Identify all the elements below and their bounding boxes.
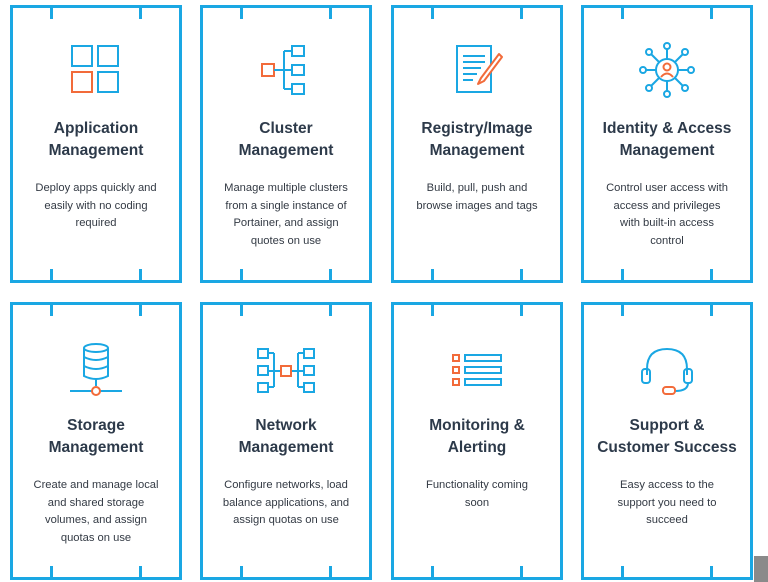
network-nodes-icon [257,348,315,393]
card-support-customer-success: Support &Customer Success Easy access to… [581,302,753,580]
identity-network-icon [639,42,695,98]
cluster-tree-icon [261,45,305,95]
grid-apps-icon [71,45,119,93]
scrollbar-handle[interactable] [754,556,768,582]
headset-support-icon [641,347,693,395]
card-title: Support &Customer Success [597,417,737,456]
card-title: Monitoring &Alerting [429,417,525,456]
card-monitoring-alerting: Monitoring &Alerting Functionality comin… [391,302,563,580]
checklist-monitoring-icon [452,354,502,386]
document-pen-icon [456,45,503,93]
database-storage-icon [70,343,122,396]
